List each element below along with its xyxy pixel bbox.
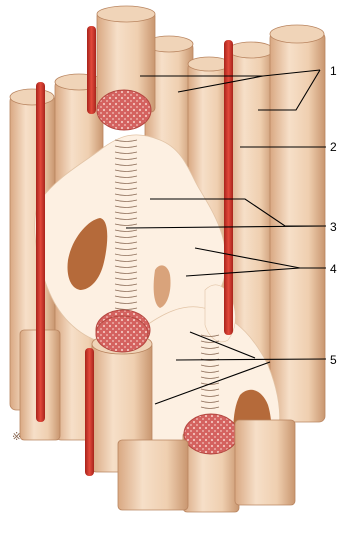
capillary (224, 40, 233, 335)
fiber-cross-section (96, 316, 148, 352)
fiber-end (228, 42, 274, 58)
capillary (87, 26, 96, 114)
fiber-end (270, 25, 324, 43)
fiber-end (10, 89, 54, 105)
label-2: 2 (330, 140, 337, 154)
capillary (36, 82, 45, 422)
label-5: 5 (330, 353, 337, 367)
label-1: 1 (330, 64, 337, 78)
muscle-fiber (235, 420, 295, 505)
label-3: 3 (330, 220, 337, 234)
capillary (85, 348, 94, 476)
fiber-end (97, 6, 155, 22)
fiber-end (188, 57, 230, 71)
fiber-cross-section (184, 414, 238, 454)
fiber-cross-section (97, 90, 151, 130)
corner-mark: ※ (12, 430, 21, 443)
muscle-fiber (118, 440, 188, 510)
label-4: 4 (330, 262, 337, 276)
